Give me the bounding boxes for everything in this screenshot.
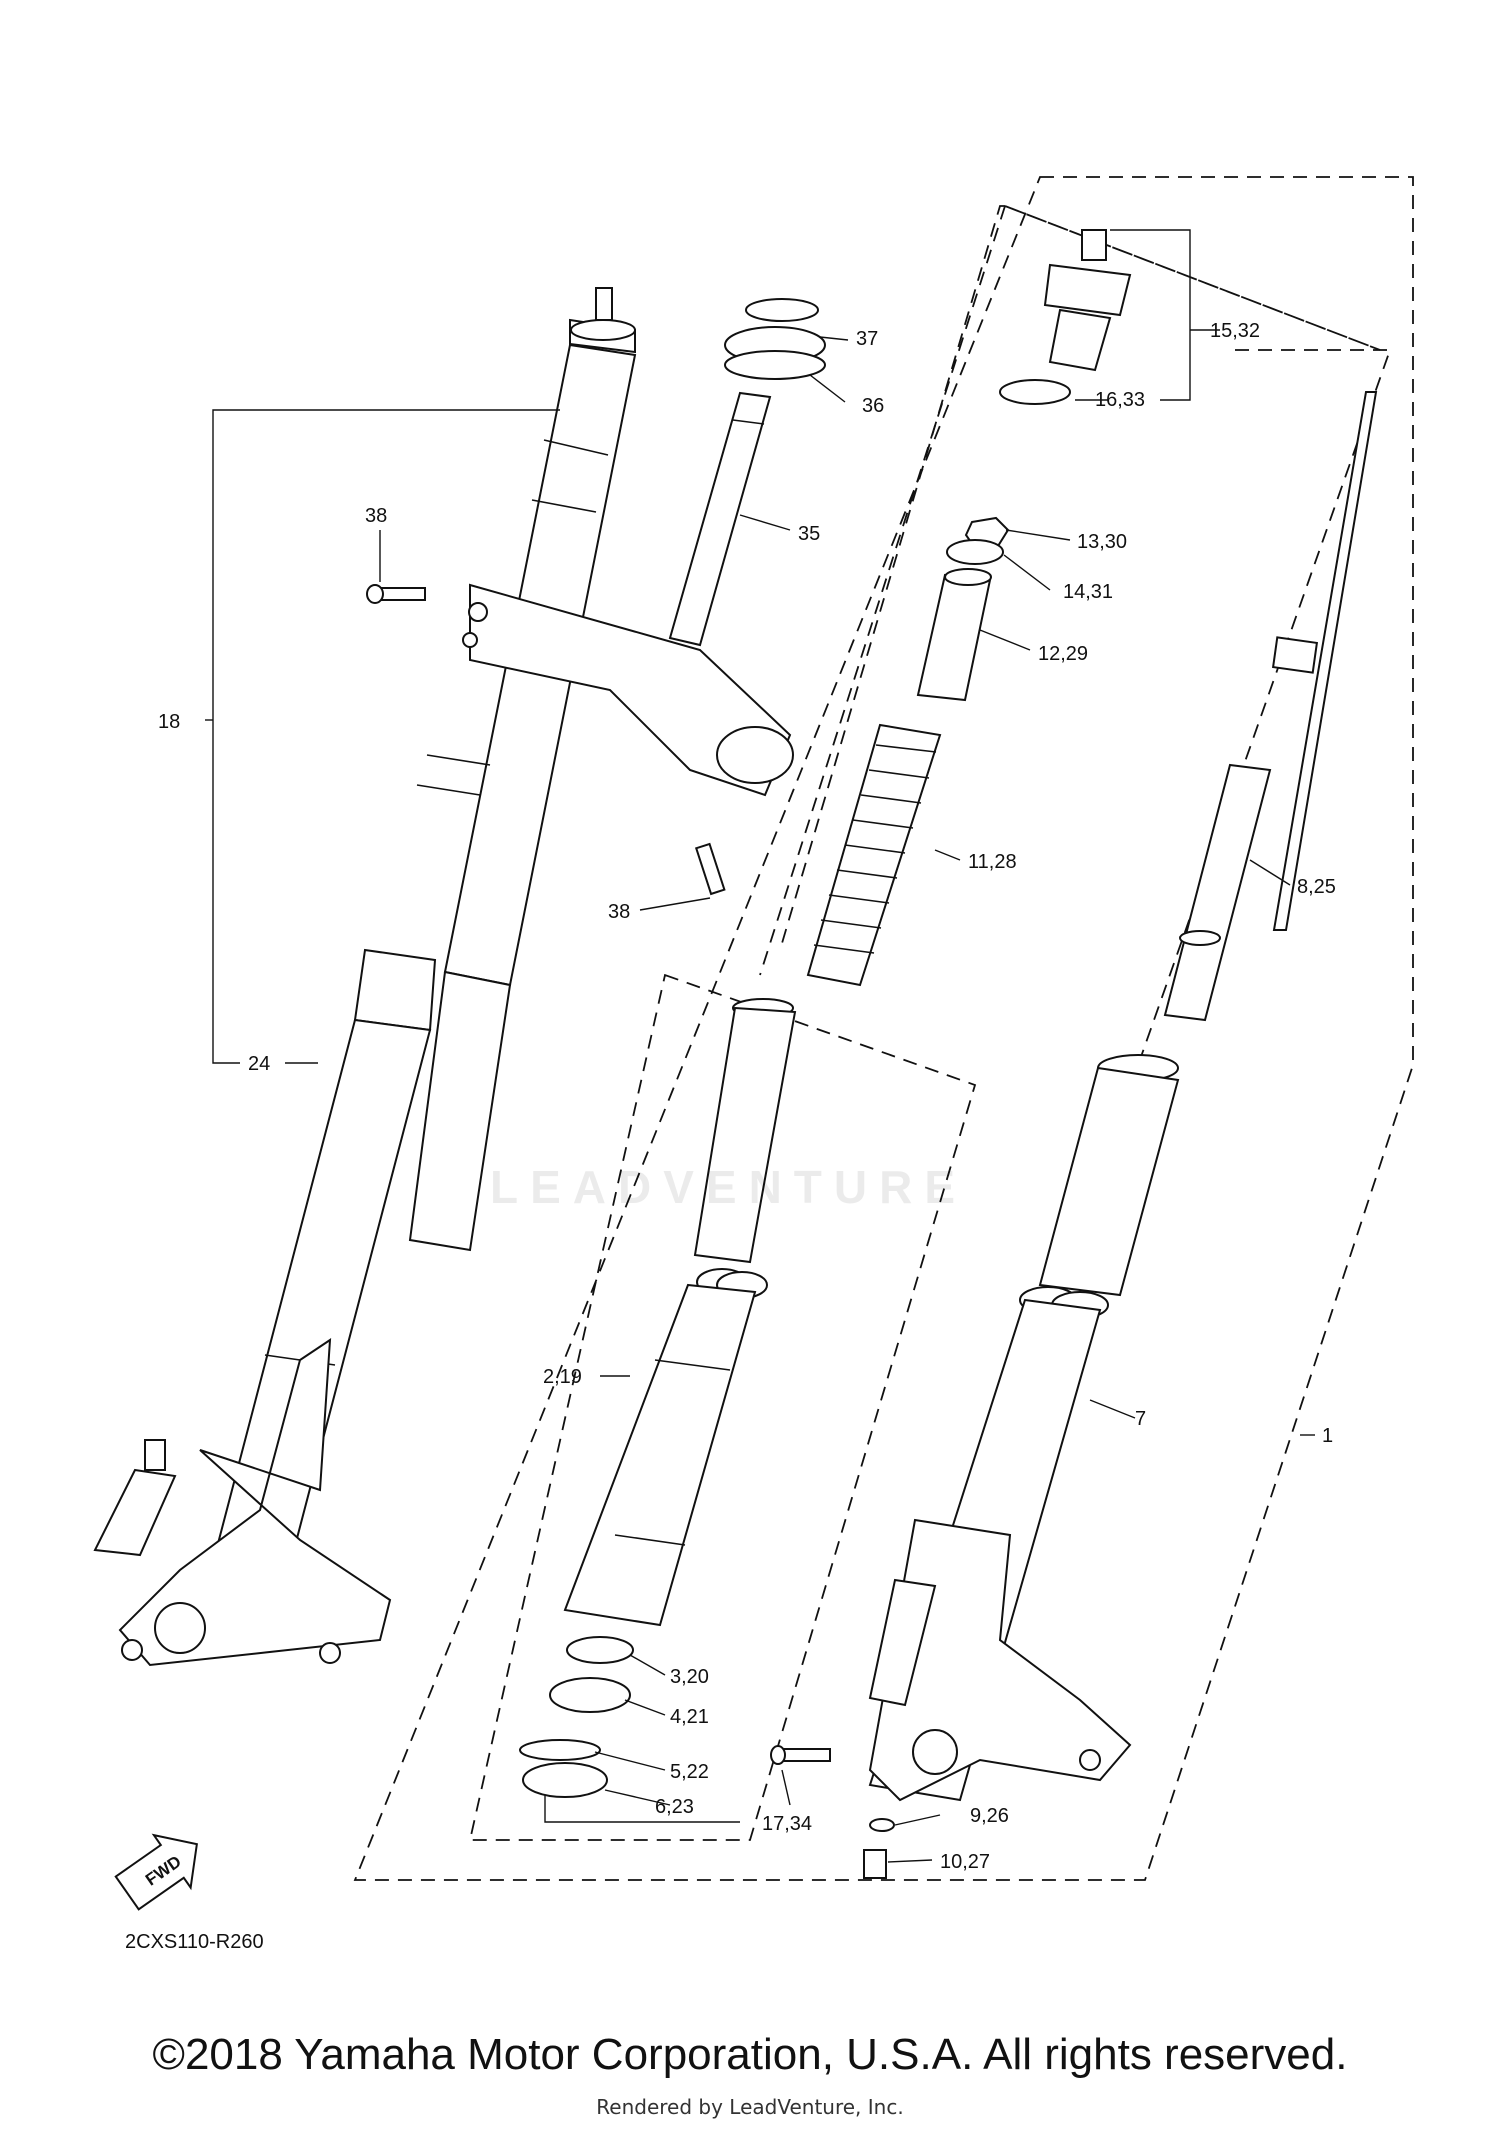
callout-3-20: 3,20 xyxy=(670,1666,709,1688)
callout-10-27: 10,27 xyxy=(940,1851,990,1873)
callout-15-32: 15,32 xyxy=(1210,320,1260,342)
callout-2-19: 2,19 xyxy=(543,1366,582,1388)
callout-12-29: 12,29 xyxy=(1038,643,1088,665)
callout-4-21: 4,21 xyxy=(670,1706,709,1728)
copyright-notice: ©2018 Yamaha Motor Corporation, U.S.A. A… xyxy=(152,2030,1348,2079)
callout-11-28: 11,28 xyxy=(968,851,1017,873)
diagram-code: 2CXS110-R260 xyxy=(125,1931,264,1953)
callout-37: 37 xyxy=(856,328,878,350)
callout-7: 7 xyxy=(1135,1408,1146,1430)
callout-6-23: 6,23 xyxy=(655,1796,694,1818)
callout-24: 24 xyxy=(248,1053,270,1075)
leader-lines xyxy=(205,229,1315,1863)
callout-13-30: 13,30 xyxy=(1077,531,1127,553)
callout-1: 1 xyxy=(1322,1425,1333,1447)
callout-14-31: 14,31 xyxy=(1063,581,1113,603)
group-boundary-inner-tube xyxy=(468,973,977,1841)
callout-36: 36 xyxy=(862,395,884,417)
callout-18: 18 xyxy=(158,711,180,733)
callout-17-34: 17,34 xyxy=(762,1813,812,1835)
fwd-arrow-icon: FWD xyxy=(114,1833,198,1911)
fork-leg-assembly xyxy=(93,287,794,1667)
damper-boundary-right xyxy=(1079,349,1392,1231)
callout-labels: 15,32 16,33 13,30 14,31 12,29 11,28 8,25… xyxy=(158,320,1336,1873)
inner-tube-group xyxy=(519,998,797,1798)
callout-35: 35 xyxy=(798,523,820,545)
fork-cap-parts xyxy=(668,298,826,647)
group-boundary-assembly-1 xyxy=(353,176,1414,1881)
damper-parts xyxy=(806,229,1378,1022)
callout-5-22: 5,22 xyxy=(670,1761,709,1783)
callout-8-25: 8,25 xyxy=(1297,876,1336,898)
callout-16-33: 16,33 xyxy=(1095,389,1145,411)
group-boundary-damper-lines xyxy=(759,205,1006,976)
callout-38-upper: 38 xyxy=(365,505,387,527)
callout-9-26: 9,26 xyxy=(970,1805,1009,1827)
rendered-by-notice: Rendered by LeadVenture, Inc. xyxy=(596,2095,904,2119)
outer-tube-group xyxy=(770,1054,1180,1879)
damper-boundary-left xyxy=(779,205,1005,951)
callout-38-lower: 38 xyxy=(608,901,630,923)
watermark: LEADVENTURE xyxy=(490,1161,968,1213)
